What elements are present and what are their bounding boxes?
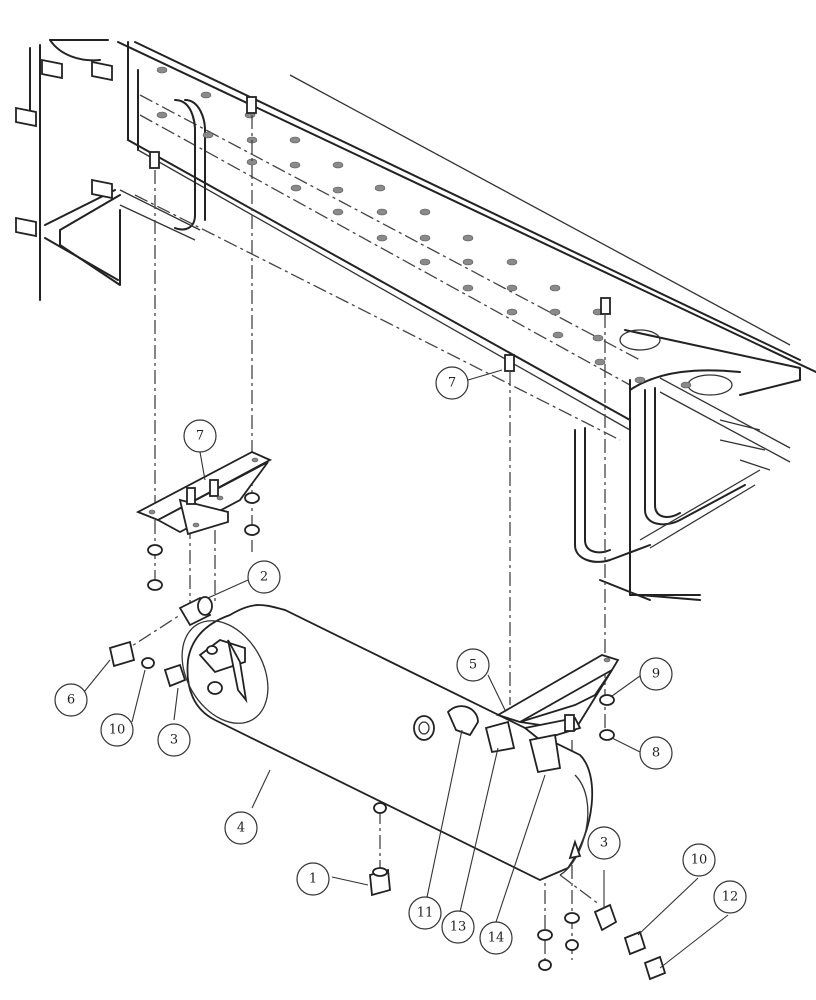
- callout-label: 9: [652, 667, 660, 682]
- fittings: [108, 596, 667, 981]
- callout-7a: 7: [183, 419, 217, 453]
- air-tank: [181, 604, 594, 881]
- callout-11: 11: [408, 896, 442, 930]
- callout-label: 11: [417, 906, 434, 921]
- right-mounting-bracket: [495, 654, 620, 971]
- callout-13: 13: [441, 910, 475, 944]
- callout-label: 3: [170, 733, 178, 748]
- callout-10a: 10: [100, 713, 134, 747]
- callout-label: 12: [722, 890, 739, 905]
- callout-label: 1: [309, 872, 317, 887]
- callout-8: 8: [639, 736, 673, 770]
- callout-3b: 3: [587, 826, 621, 860]
- callout-2: 2: [247, 560, 281, 594]
- callout-10b: 10: [682, 843, 716, 877]
- callout-label: 8: [652, 746, 660, 761]
- callout-label: 14: [488, 931, 505, 946]
- callout-label: 13: [450, 920, 467, 935]
- callout-14: 14: [479, 921, 513, 955]
- callout-label: 2: [260, 570, 268, 585]
- callout-1: 1: [296, 862, 330, 896]
- callout-label: 3: [600, 836, 608, 851]
- callout-label: 10: [109, 723, 126, 738]
- callout-5: 5: [456, 648, 490, 682]
- callout-6: 6: [54, 683, 88, 717]
- callout-label: 5: [469, 658, 477, 673]
- callout-3a: 3: [157, 723, 191, 757]
- frame-rail: [15, 39, 816, 601]
- callout-7b: 7: [435, 366, 469, 400]
- callout-4: 4: [224, 811, 258, 845]
- callout-bubbles: 1 2 3 3 4 5 6 7: [54, 366, 747, 969]
- callout-label: 7: [196, 429, 204, 444]
- callout-label: 6: [67, 693, 75, 708]
- callout-label: 10: [691, 853, 708, 868]
- callout-9: 9: [639, 657, 673, 691]
- callout-12: 12: [713, 880, 747, 914]
- callout-label: 4: [237, 821, 245, 836]
- callout-label: 7: [448, 376, 456, 391]
- left-mounting-bracket: [135, 451, 273, 591]
